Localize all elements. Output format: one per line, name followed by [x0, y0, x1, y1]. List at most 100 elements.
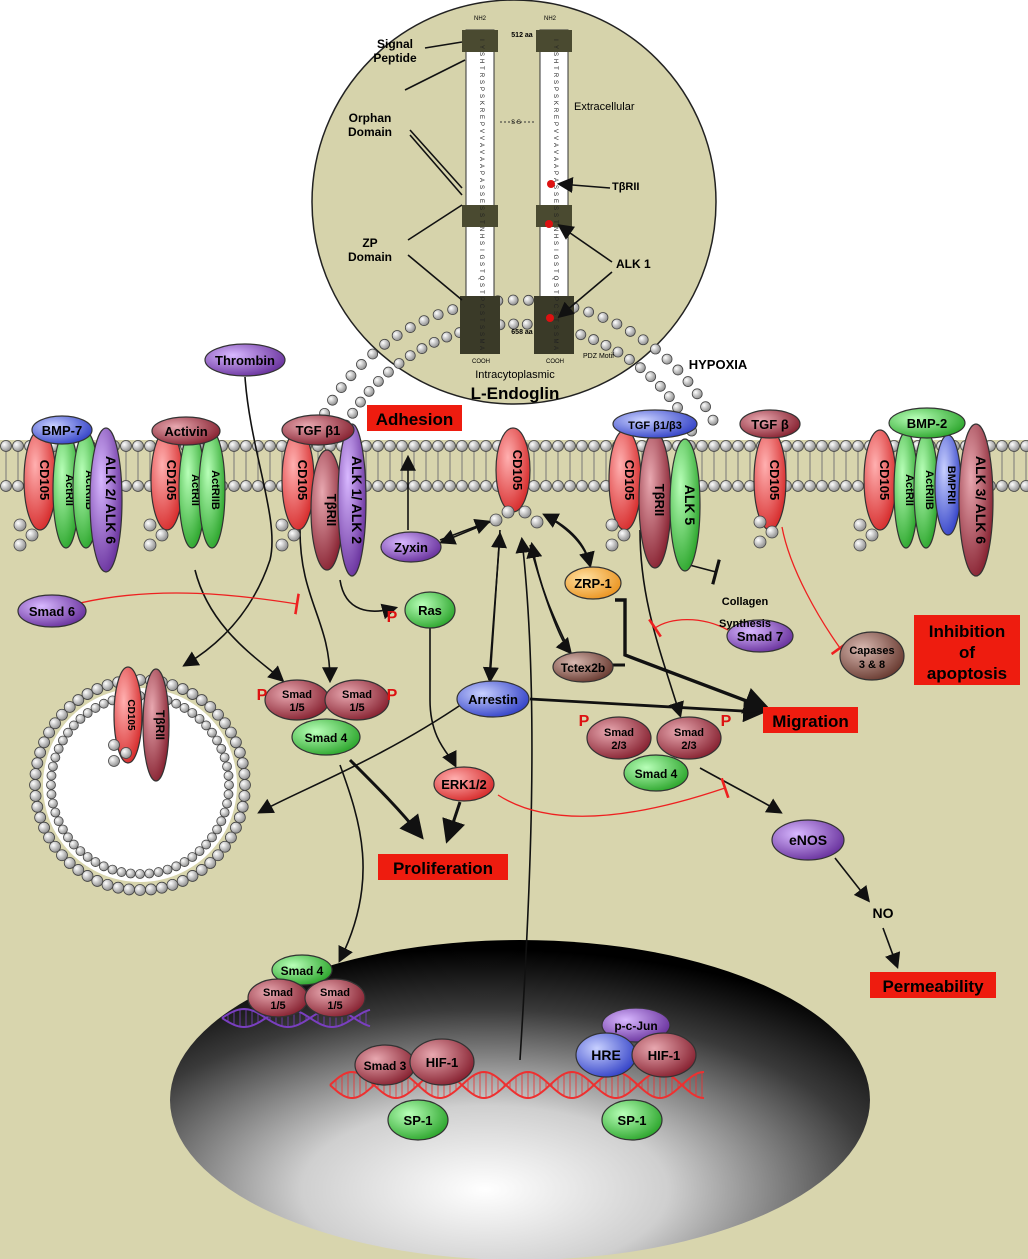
- membrane-lipid-head: [12, 480, 24, 492]
- connector: [488, 531, 508, 681]
- svg-text:Y: Y: [478, 45, 484, 49]
- svg-text:S: S: [478, 94, 484, 98]
- membrane-lipid-head: [744, 440, 756, 452]
- svg-text:R: R: [478, 108, 484, 113]
- membrane-lipid-head: [219, 717, 231, 730]
- actrii-bmp2-label: ActRII: [903, 474, 915, 506]
- membrane-lipid-head: [373, 376, 384, 387]
- membrane-lipid-head: [501, 505, 515, 519]
- membrane-lipid-head: [753, 515, 767, 529]
- membrane-lipid-head: [216, 743, 227, 754]
- membrane-lipid-head: [853, 538, 867, 552]
- membrane-lipid-head: [63, 832, 73, 843]
- membrane-lipid-head: [252, 480, 264, 492]
- membrane-lipid-head: [216, 816, 227, 827]
- membrane-lipid-head: [840, 440, 852, 452]
- membrane-lipid-head: [166, 679, 179, 692]
- membrane-lipid-head: [212, 735, 222, 746]
- membrane-lipid-head: [765, 525, 779, 539]
- endoglin-title: L-Endoglin: [471, 384, 560, 403]
- smad3-nuclear-label: Smad 3: [364, 1059, 407, 1073]
- cooh-label: COOH: [546, 359, 564, 365]
- membrane-lipid-head: [1020, 440, 1028, 452]
- membrane-lipid-head: [108, 755, 120, 767]
- membrane-lipid-head: [187, 708, 198, 718]
- svg-text:S: S: [478, 192, 484, 196]
- membrane-lipid-head: [852, 480, 864, 492]
- cd105-bmp7-label: CD105: [37, 460, 52, 500]
- membrane-lipid-head: [225, 726, 237, 739]
- membrane-lipid-head: [707, 414, 719, 426]
- membrane-lipid-head: [63, 857, 76, 869]
- membrane-lipid-head: [696, 440, 708, 452]
- membrane-lipid-head: [153, 867, 164, 877]
- smad15-nuclear-b: [304, 978, 366, 1018]
- membrane-lipid-head: [125, 868, 136, 879]
- membrane-lipid-head: [383, 366, 394, 378]
- svg-text:A: A: [478, 157, 484, 161]
- membrane-lipid-head: [379, 338, 391, 350]
- svg-text:V: V: [552, 150, 558, 154]
- svg-text:S: S: [478, 213, 484, 217]
- membrane-lipid-head: [13, 538, 27, 552]
- membrane-lipid-head: [420, 480, 432, 492]
- sp1-nuclear-b-label: SP-1: [618, 1113, 647, 1128]
- membrane-lipid-head: [207, 832, 217, 843]
- ras: [404, 591, 456, 629]
- ras-to-erk-arrow: [429, 628, 457, 768]
- membrane-lipid-head: [101, 679, 114, 692]
- pdz-motif-label: PDZ Motif: [583, 353, 614, 360]
- cd105-tgfb-label: CD105: [767, 460, 782, 500]
- endocytic-vesicle: [29, 674, 251, 896]
- svg-text:T: T: [552, 220, 558, 224]
- activin-ligand-label: Activin: [164, 424, 207, 439]
- capases-label: Capases: [849, 645, 894, 657]
- connector: [557, 224, 613, 263]
- svg-text:A: A: [478, 178, 484, 182]
- smad7-inhibition: [648, 618, 729, 638]
- membrane-lipid-head: [0, 440, 12, 452]
- smad23-a-label: Smad: [604, 727, 634, 739]
- membrane-lipid-head: [43, 726, 55, 739]
- smad23-to-enos-arrow: [699, 767, 783, 814]
- svg-text:P: P: [552, 297, 558, 301]
- membrane-lipid-head: [528, 480, 540, 492]
- svg-text:A: A: [552, 157, 558, 161]
- membrane-lipid-head: [98, 861, 109, 872]
- svg-text:E: E: [478, 199, 484, 203]
- tgfb-ligand: [739, 409, 801, 439]
- svg-text:H: H: [478, 234, 484, 238]
- connector: [439, 521, 491, 545]
- membrane-lipid-head: [171, 861, 182, 872]
- zrp1-label: ZRP-1: [574, 576, 612, 591]
- membrane-lipid-head: [48, 761, 58, 772]
- svg-text:T: T: [478, 290, 484, 294]
- membrane-lipid-head: [49, 840, 61, 853]
- smad15-nuclear-a-label: Smad: [263, 987, 293, 999]
- membrane-lipid-head: [408, 480, 420, 492]
- membrane-lipid-head: [230, 821, 242, 834]
- svg-text:T: T: [478, 66, 484, 70]
- alk1-alk2-receptor-label: ALK 1/ ALK 2: [349, 456, 365, 544]
- membrane-lipid-head: [564, 440, 576, 452]
- membrane-lipid-head: [605, 538, 619, 552]
- membrane-lipid-head: [29, 779, 41, 791]
- membrane-lipid-head: [611, 318, 623, 330]
- svg-text:P: P: [478, 297, 484, 301]
- membrane-lipid-head: [219, 752, 230, 763]
- smad23-a: [586, 716, 652, 760]
- membrane-lipid-head: [123, 883, 135, 896]
- membrane-lipid-head: [75, 846, 86, 857]
- membrane-lipid-head: [347, 407, 359, 419]
- membrane-lipid-head: [222, 798, 232, 809]
- svg-text:S: S: [552, 213, 558, 217]
- connector: [409, 129, 463, 189]
- membrane-lipid-head: [335, 382, 347, 394]
- svg-text:Y: Y: [552, 45, 558, 49]
- svg-text:A: A: [478, 143, 484, 147]
- smad6: [17, 594, 87, 628]
- membrane-lipid-head: [56, 849, 68, 862]
- connector: [557, 271, 613, 319]
- arrestin-to-migration-arrow: [529, 697, 766, 723]
